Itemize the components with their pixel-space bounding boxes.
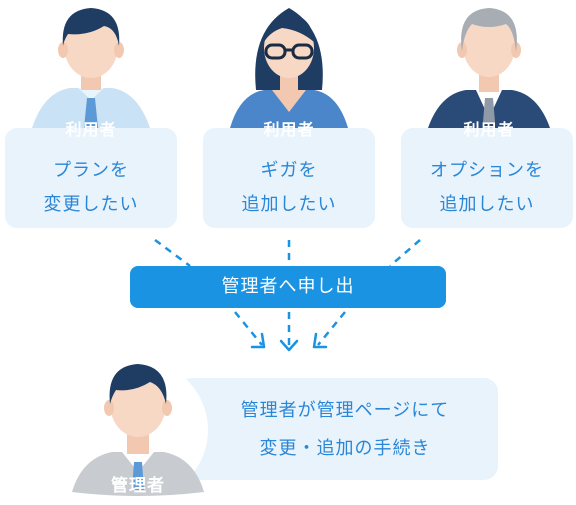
user-request-line1: プランを <box>53 160 129 181</box>
user-badge-1: 利用者 <box>65 120 117 139</box>
user-request-text-1: プランを 変更したい <box>5 154 177 222</box>
request-to-admin-banner: 管理者へ申し出 <box>130 266 446 308</box>
admin-message-bubble <box>178 378 498 480</box>
user-badge-2: 利用者 <box>263 120 315 139</box>
user-request-card-2 <box>203 128 375 228</box>
dashed-arrows <box>154 238 421 348</box>
user-request-line2: 変更したい <box>43 194 139 215</box>
admin-message-line2: 変更・追加の手続き <box>259 438 431 459</box>
user-request-text-3: オプションを 追加したい <box>401 154 573 222</box>
admin-message-line1: 管理者が管理ページにて <box>240 400 450 421</box>
user-request-card-1 <box>5 128 177 228</box>
user-avatar-2 <box>230 8 348 128</box>
user-request-text-2: ギガを 追加したい <box>203 154 375 222</box>
user-badge-3: 利用者 <box>463 120 515 139</box>
user-request-line1: オプションを <box>430 160 544 181</box>
user-request-line2: 追加したい <box>439 194 535 215</box>
admin-avatar <box>68 360 208 500</box>
arrow-heads <box>250 332 328 352</box>
user-avatar-3 <box>428 8 550 128</box>
user-request-line2: 追加したい <box>241 194 337 215</box>
user-avatar-1 <box>32 8 150 128</box>
user-request-line1: ギガを <box>260 160 318 181</box>
user-request-card-3 <box>401 128 573 228</box>
admin-badge: 管理者 <box>111 476 165 496</box>
admin-message-text: 管理者が管理ページにて 変更・追加の手続き <box>200 392 490 468</box>
